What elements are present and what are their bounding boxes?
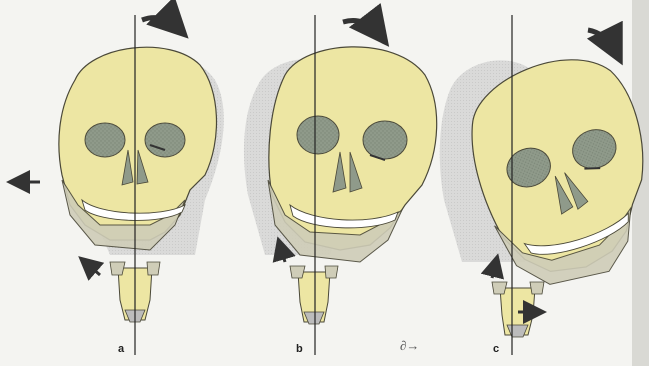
panel-b-skull-icon: [268, 47, 437, 262]
panel-a-jaw-arrow-icon: [85, 262, 100, 275]
panel-b-rotation-arrow-icon: [343, 21, 380, 35]
panel-a-rotation-arrow-icon: [142, 18, 178, 28]
artist-signature: ∂→: [400, 338, 419, 353]
panel-c: c: [440, 15, 649, 355]
panel-c-label: c: [493, 343, 499, 355]
panel-c-larynx-icon: [492, 282, 544, 337]
panel-a: a: [15, 15, 224, 355]
panel-b-label: b: [296, 343, 303, 355]
panel-b-larynx-icon: [290, 266, 338, 324]
panel-c-jaw-arrow-icon: [492, 262, 496, 278]
panel-a-label: a: [118, 343, 125, 355]
panel-c-rotation-arrow-icon: [588, 30, 616, 52]
panel-b: b: [244, 15, 437, 355]
